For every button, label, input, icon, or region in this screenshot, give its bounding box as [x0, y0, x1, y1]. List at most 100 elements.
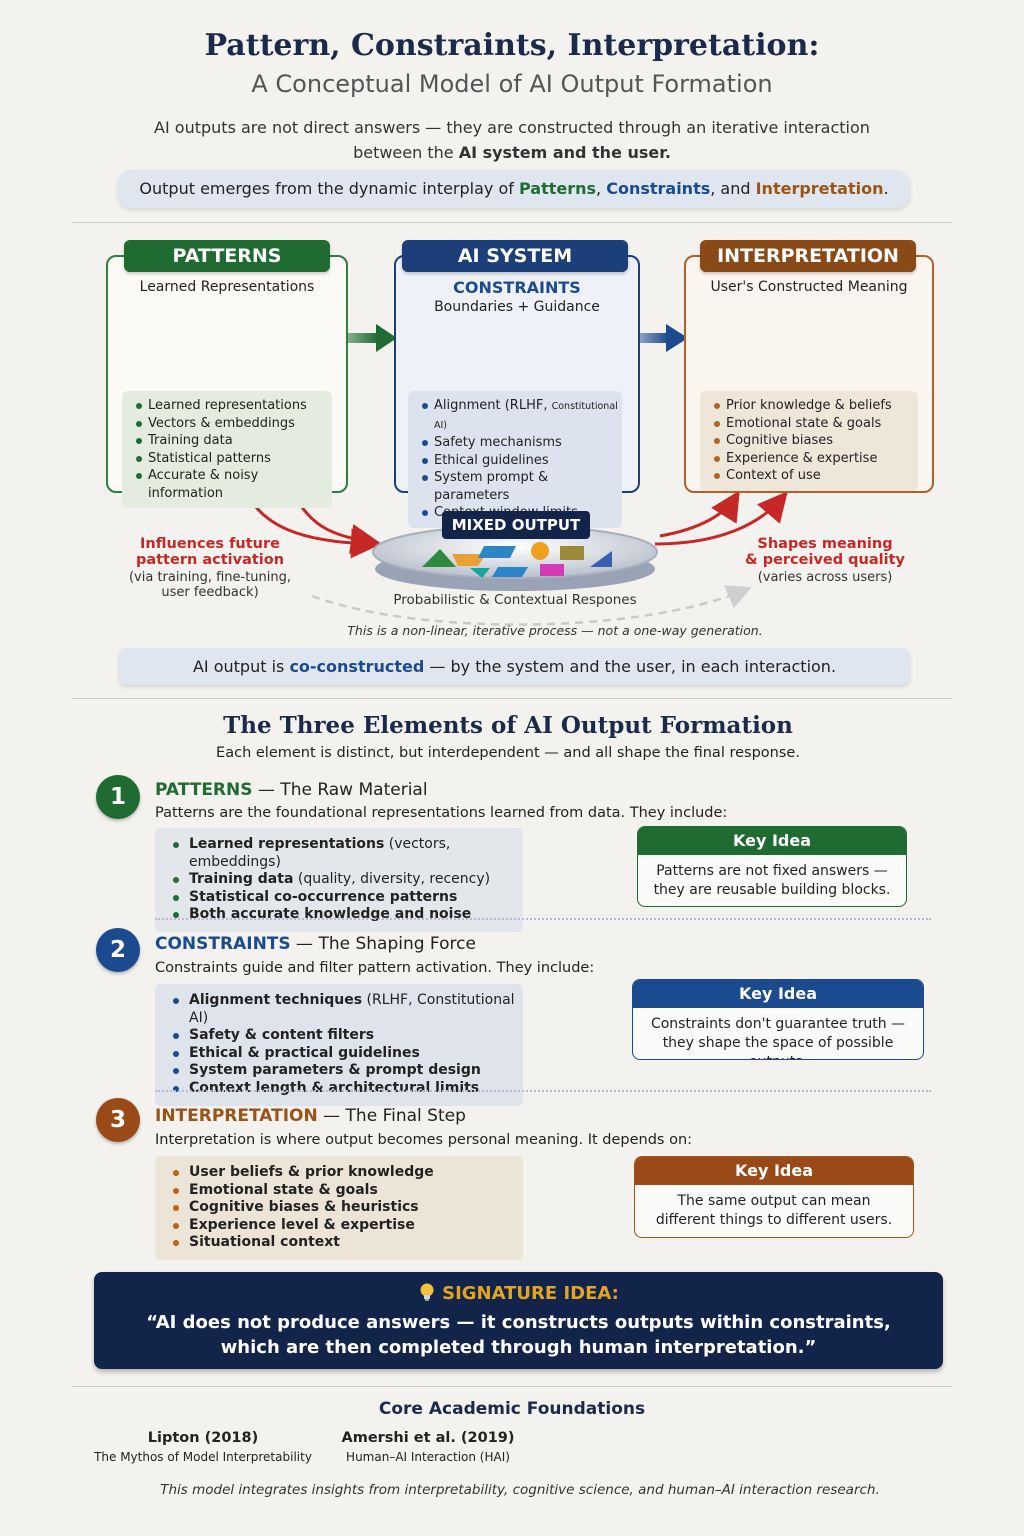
section-2-item: Context length & architectural limits: [173, 1080, 523, 1098]
key-idea-2-title: Key Idea: [633, 980, 923, 1008]
ai-system-list: Alignment (RLHF, Constitutional AI) Safe…: [408, 391, 622, 528]
item-bold: Learned representations: [189, 836, 385, 852]
patterns-list-item: Vectors & embeddings: [136, 415, 332, 433]
interpretation-list: Prior knowledge & beliefs Emotional stat…: [700, 391, 918, 491]
co-constructed-pill: AI output is co-constructed — by the sys…: [119, 648, 910, 685]
divider: [72, 1386, 952, 1387]
elements-title: The Three Elements of AI Output Formatio…: [223, 712, 793, 739]
key-idea-2: Key Idea Constraints don't guarantee tru…: [632, 979, 924, 1060]
section-3-list: User beliefs & prior knowledge Emotional…: [155, 1156, 523, 1260]
section-2-rest: — The Shaping Force: [290, 934, 476, 954]
foundations-title: Core Academic Foundations: [378, 1399, 646, 1419]
summary-interpretation: Interpretation: [755, 179, 884, 198]
interpretation-subtitle: User's Constructed Meaning: [710, 279, 908, 295]
patterns-list-item: Learned representations: [136, 397, 332, 415]
section-3-item: Emotional state & goals: [173, 1182, 523, 1200]
section-1-item: Both accurate knowledge and noise: [173, 906, 523, 924]
key-idea-1: Key Idea Patterns are not fixed answers …: [637, 826, 907, 907]
mixed-output-label: MIXED OUTPUT: [442, 511, 590, 539]
section-3-item: Situational context: [173, 1234, 523, 1252]
item-text: (vectors, embeddings): [189, 836, 451, 870]
section-3-item: User beliefs & prior knowledge: [173, 1164, 523, 1182]
section-1-rest: — The Raw Material: [252, 780, 428, 800]
section-number-3: 3: [96, 1098, 140, 1142]
section-2-list: Alignment techniques (RLHF, Constitution…: [155, 984, 523, 1106]
item-bold: Experience level & expertise: [189, 1216, 415, 1233]
section-2-heading: CONSTRAINTS — The Shaping Force: [155, 934, 476, 954]
patterns-to-ai-arrow: [322, 324, 397, 352]
section-2-description: Constraints guide and filter pattern act…: [155, 960, 595, 976]
ai-system-list-item: Ethical guidelines: [422, 452, 622, 470]
divider: [72, 698, 952, 699]
interpretation-list-item: Prior knowledge & beliefs: [714, 397, 918, 415]
signature-quote-line-2: which are then completed through human i…: [220, 1337, 817, 1358]
signature-banner: SIGNATURE IDEA: “AI does not produce ans…: [94, 1272, 943, 1369]
intro-line-2: between the AI system and the user.: [100, 140, 924, 165]
reference-2-work: Human–AI Interaction (HAI): [346, 1450, 510, 1464]
section-1-description: Patterns are the foundational representa…: [155, 805, 728, 821]
ai-system-list-item: Safety mechanisms: [422, 434, 622, 452]
section-3-item: Cognitive biases & heuristics: [173, 1199, 523, 1217]
constraints-subtitle: Boundaries + Guidance: [434, 299, 600, 315]
item-bold: Alignment techniques: [189, 992, 363, 1008]
summary-suffix: .: [883, 179, 889, 198]
reference-1: Lipton (2018) The Mythos of Model Interp…: [80, 1430, 326, 1464]
reference-1-author: Lipton (2018): [147, 1430, 259, 1446]
reference-2: Amershi et al. (2019) Human–AI Interacti…: [318, 1430, 538, 1464]
item-bold: Statistical co-occurrence patterns: [189, 888, 458, 905]
item-bold: Safety & content filters: [189, 1027, 375, 1044]
page-title: Pattern, Constraints, Interpretation:: [204, 28, 820, 63]
left-label-note-2: user feedback): [161, 585, 259, 600]
item-bold: Ethical & practical guidelines: [189, 1044, 420, 1061]
section-2-item: Alignment techniques (RLHF, Constitution…: [173, 992, 523, 1027]
signature-quote-line-1: “AI does not produce answers — it constr…: [146, 1312, 891, 1333]
key-idea-3-title: Key Idea: [635, 1157, 913, 1185]
patterns-tab: PATTERNS: [124, 240, 330, 272]
right-feedback-label: Shapes meaning & perceived quality (vari…: [730, 536, 920, 585]
ai-system-list-item: Alignment (RLHF, Constitutional AI): [422, 397, 622, 434]
section-1-name: PATTERNS: [155, 780, 253, 800]
left-label-line-2: pattern activation: [135, 552, 285, 568]
ai-system-list-item: System prompt & parameters: [422, 469, 622, 504]
section-number-2: 2: [96, 928, 140, 972]
interpretation-list-item: Cognitive biases: [714, 432, 918, 450]
reference-1-work: The Mythos of Model Interpretability: [94, 1450, 312, 1464]
key-idea-2-line-2: they shape the space of possible outputs…: [662, 1035, 894, 1059]
item-bold: User beliefs & prior knowledge: [189, 1164, 434, 1180]
item-text: (quality, diversity, recency): [293, 871, 491, 888]
co-pill-bold: co-constructed: [289, 657, 425, 676]
item-bold: Context length & architectural limits: [189, 1079, 480, 1096]
summary-patterns: Patterns: [518, 179, 597, 198]
elements-subtitle: Each element is distinct, but interdepen…: [216, 745, 800, 761]
right-label-line-2: & perceived quality: [745, 552, 905, 568]
section-3-heading: INTERPRETATION — The Final Step: [155, 1106, 466, 1126]
co-pill-suffix: — by the system and the user, in each in…: [424, 657, 837, 676]
right-label-note: (varies across users): [757, 570, 893, 585]
right-feedback-arrow-1: [654, 491, 788, 546]
bowl-caption: Probabilistic & Contextual Respones: [393, 592, 637, 608]
item-bold: Emotional state & goals: [189, 1181, 378, 1198]
signature-label-row: SIGNATURE IDEA:: [94, 1282, 943, 1304]
item-bold: System parameters & prompt design: [189, 1062, 481, 1079]
key-idea-1-title: Key Idea: [638, 827, 906, 855]
key-idea-2-text: Constraints don't guarantee truth —they …: [633, 1008, 923, 1059]
key-idea-3-line-1: The same output can mean: [677, 1193, 871, 1209]
section-3-item: Experience level & expertise: [173, 1217, 523, 1235]
divider: [72, 222, 952, 223]
item-bold: Training data: [189, 871, 294, 888]
key-idea-1-line-1: Patterns are not fixed answers —: [656, 863, 888, 879]
patterns-list-item: Statistical patterns: [136, 450, 332, 468]
intro-line-2-bold: AI system and the user.: [458, 143, 671, 162]
key-idea-1-line-2: they are reusable building blocks.: [653, 882, 891, 898]
section-1-list: Learned representations (vectors, embedd…: [155, 828, 523, 932]
section-1-item: Training data (quality, diversity, recen…: [173, 871, 523, 889]
intro-line-1: AI outputs are not direct answers — they…: [154, 118, 870, 137]
signature-label: SIGNATURE IDEA:: [442, 1283, 619, 1304]
section-2-item: Ethical & practical guidelines: [173, 1045, 523, 1063]
interpretation-tab: INTERPRETATION: [700, 240, 916, 272]
summary-sep-2: , and: [710, 179, 756, 198]
co-pill-prefix: AI output is: [192, 657, 290, 676]
interpretation-list-item: Context of use: [714, 467, 918, 485]
interpretation-list-item: Emotional state & goals: [714, 415, 918, 433]
